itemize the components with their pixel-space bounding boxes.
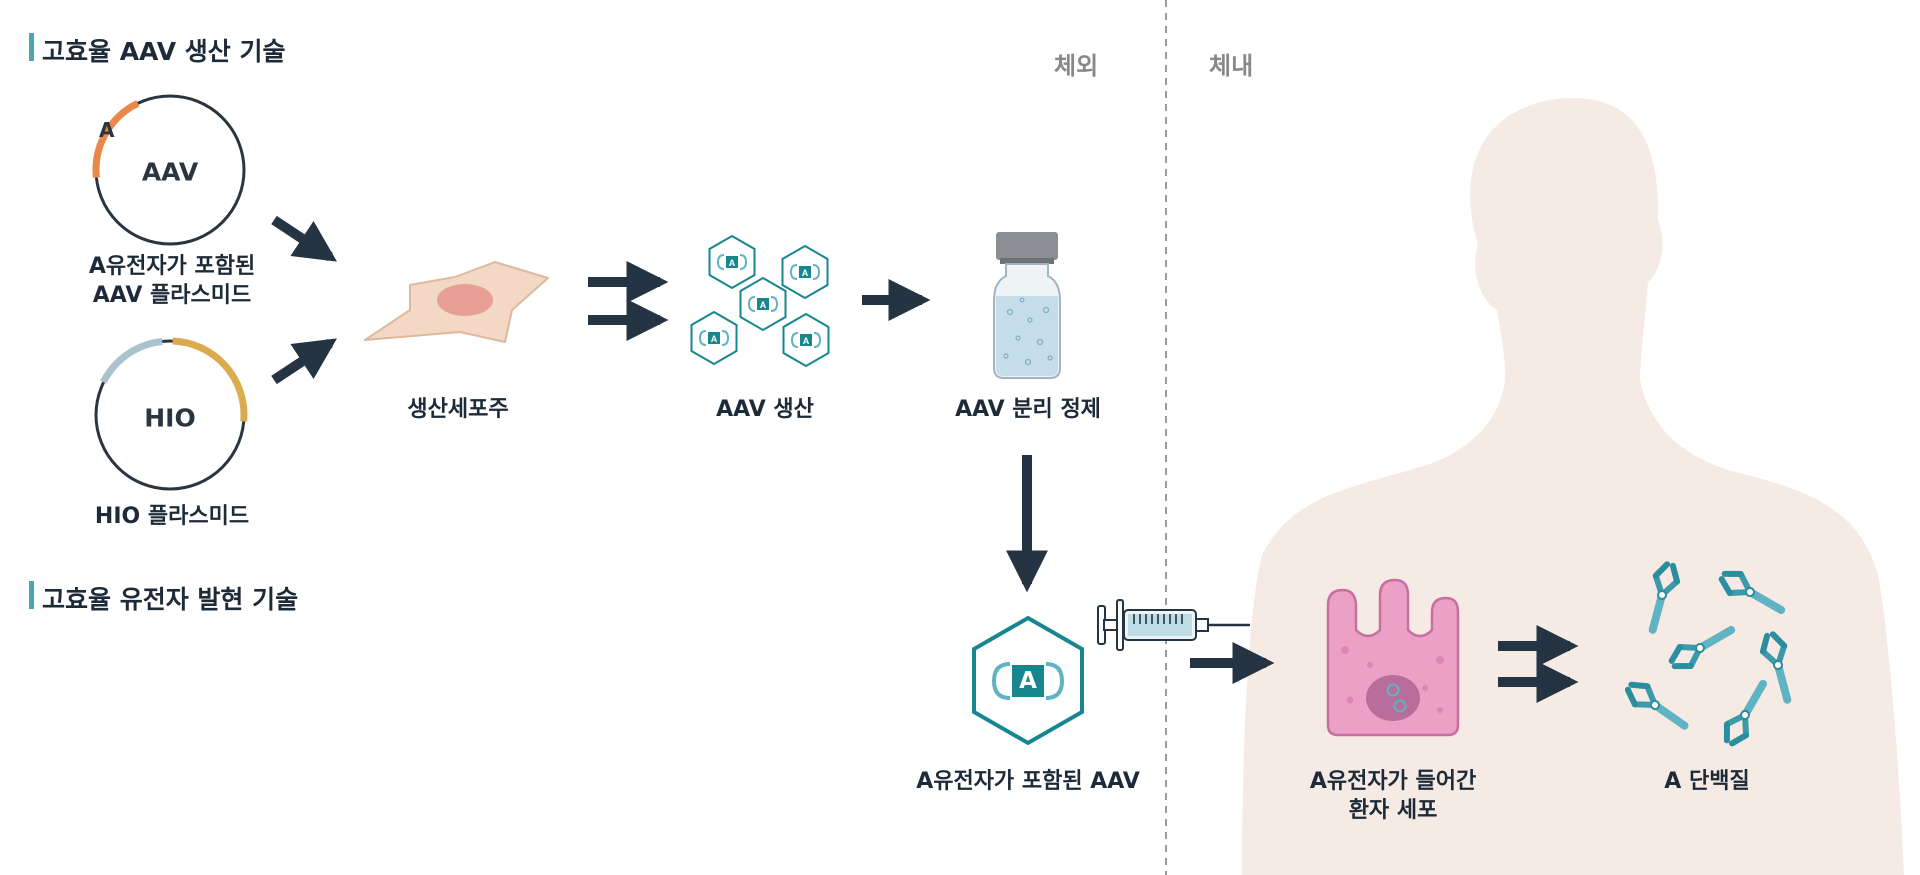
aav-particle-small-1 [708,235,756,289]
aav-particle-caption: A유전자가 포함된 AAV [916,769,1140,794]
hio-plasmid-segment-gold [172,337,248,422]
hio-plasmid-segment-grey [100,338,163,384]
patient-cell-icon [1326,578,1460,737]
producer-cell-nucleus [437,284,493,316]
zone-label-in-vivo: 체내 [1209,52,1254,80]
zone-label-ex-vivo: 체외 [1054,52,1099,80]
aav-plasmid-gene-marker: A [99,118,115,142]
section-title-expression: 고효율 유전자 발현 기술 [42,585,299,614]
aav-plasmid-gene-segment [92,100,140,178]
aav-particle-small-3 [739,277,787,331]
patient-cell-caption-line1: A유전자가 들어간 [1309,769,1477,794]
aav-particle-large [972,615,1084,746]
aav-particle-small-5 [782,313,830,367]
purification-caption: AAV 분리 정제 [955,397,1101,422]
protein-caption: A 단백질 [1664,769,1750,794]
aav-production-caption: AAV 생산 [716,397,814,422]
producer-cell-caption: 생산세포주 [407,397,509,422]
section-marker-production [29,33,34,61]
aav-plasmid-caption-line1: A유전자가 포함된 [88,254,256,279]
arrow-aav-to-cell [271,215,338,262]
arrow-hio-to-cell [271,338,338,385]
section-marker-expression [29,581,34,609]
aav-particle-small-2 [781,245,829,299]
hio-plasmid-caption: HIO 플라스미드 [94,504,250,529]
hio-plasmid-label: HIO [144,403,196,433]
aav-plasmid-caption: A유전자가 포함된 AAV 플라스미드 [89,252,255,310]
aav-particle-small-4 [690,311,738,365]
syringe-icon [1097,599,1250,651]
vial-cap [996,232,1058,260]
section-title-production: 고효율 AAV 생산 기술 [42,37,286,66]
vial-liquid [996,296,1058,376]
human-silhouette [1242,97,1904,875]
patient-cell-caption: A유전자가 들어간 환자 세포 [1310,767,1476,825]
patient-cell-caption-line2: 환자 세포 [1348,798,1438,823]
aav-plasmid-caption-line2: AAV 플라스미드 [92,283,252,308]
aav-particle-large-letter: A [1019,668,1037,694]
aav-plasmid-label: AAV [141,157,199,187]
